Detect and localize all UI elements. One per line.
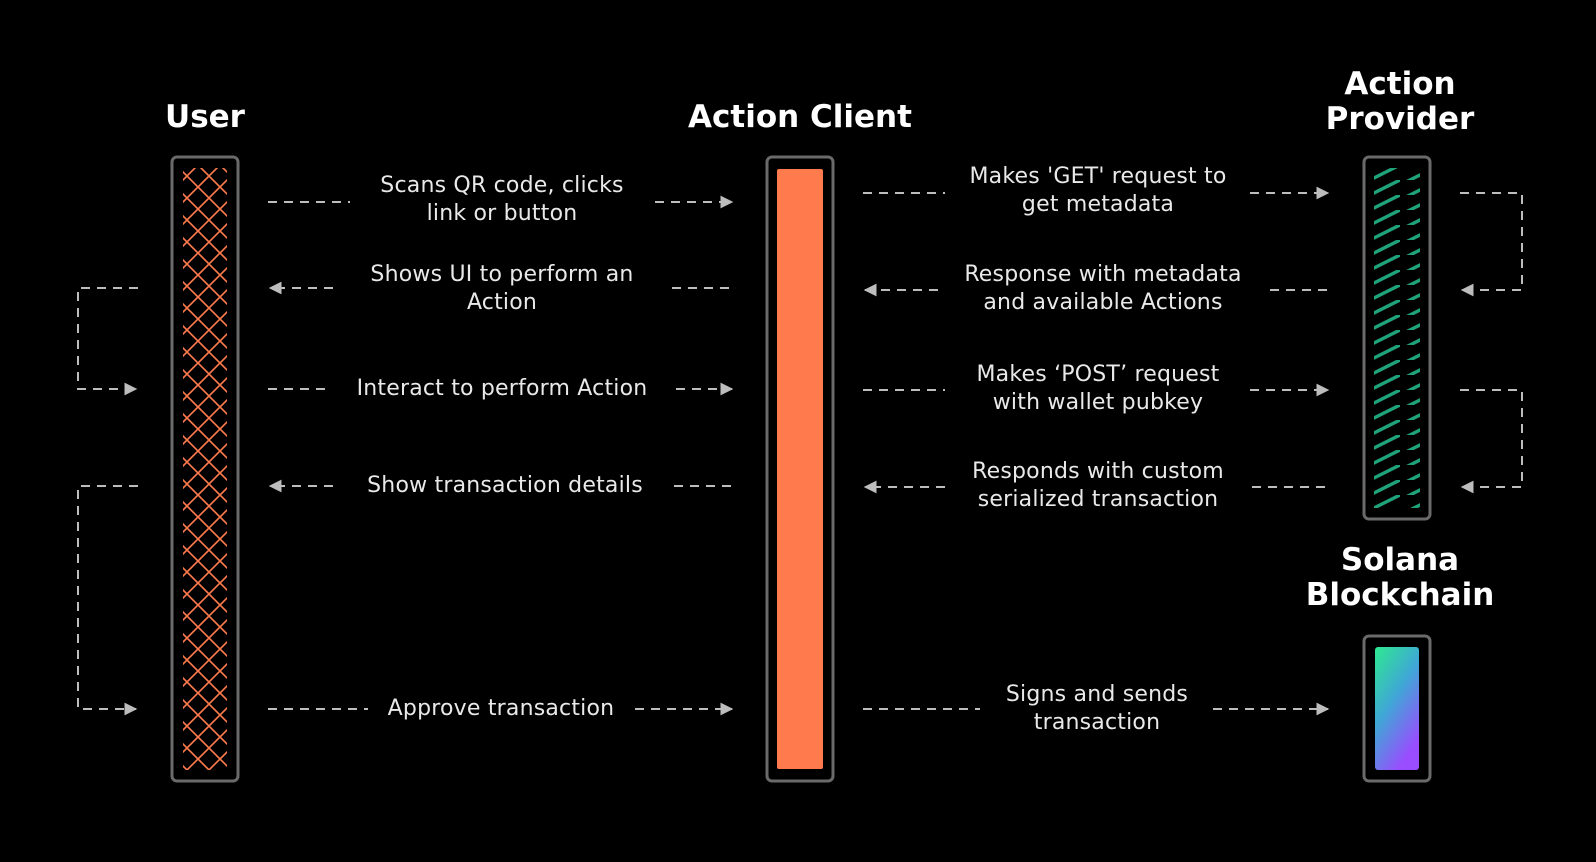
actor-title-solana-blockchain: Solana Blockchain [1305, 542, 1495, 613]
message-get-request: Makes 'GET' request to get metadata [969, 164, 1227, 217]
message-show-tx-details: Show transaction details [367, 473, 643, 498]
user-self-loop-1 [77, 287, 138, 396]
message-interact: Interact to perform Action [356, 376, 648, 401]
message-shows-ui: Shows UI to perform an Action [370, 262, 634, 315]
actor-title-action-client: Action Client [688, 99, 912, 135]
actor-title-user: User [165, 99, 245, 135]
message-approve-tx: Approve transaction [387, 696, 615, 721]
provider-self-loop-2 [1460, 389, 1523, 494]
provider-self-loop-1 [1460, 192, 1523, 297]
message-signs-sends: Signs and sends transaction [1005, 682, 1189, 735]
action-provider-lifeline [1362, 155, 1432, 521]
actor-title-action-provider: Action Provider [1325, 66, 1475, 137]
message-scan-qr: Scans QR code, clicks link or button [380, 173, 624, 226]
user-lifeline [170, 155, 240, 783]
solana-blockchain-lifeline [1362, 634, 1432, 783]
user-self-loop-2 [77, 485, 138, 716]
message-serialized-tx: Responds with custom serialized transact… [972, 459, 1224, 512]
message-metadata-response: Response with metadata and available Act… [964, 262, 1242, 315]
action-client-lifeline [765, 155, 835, 783]
message-post-request: Makes ‘POST’ request with wallet pubkey [976, 362, 1220, 415]
